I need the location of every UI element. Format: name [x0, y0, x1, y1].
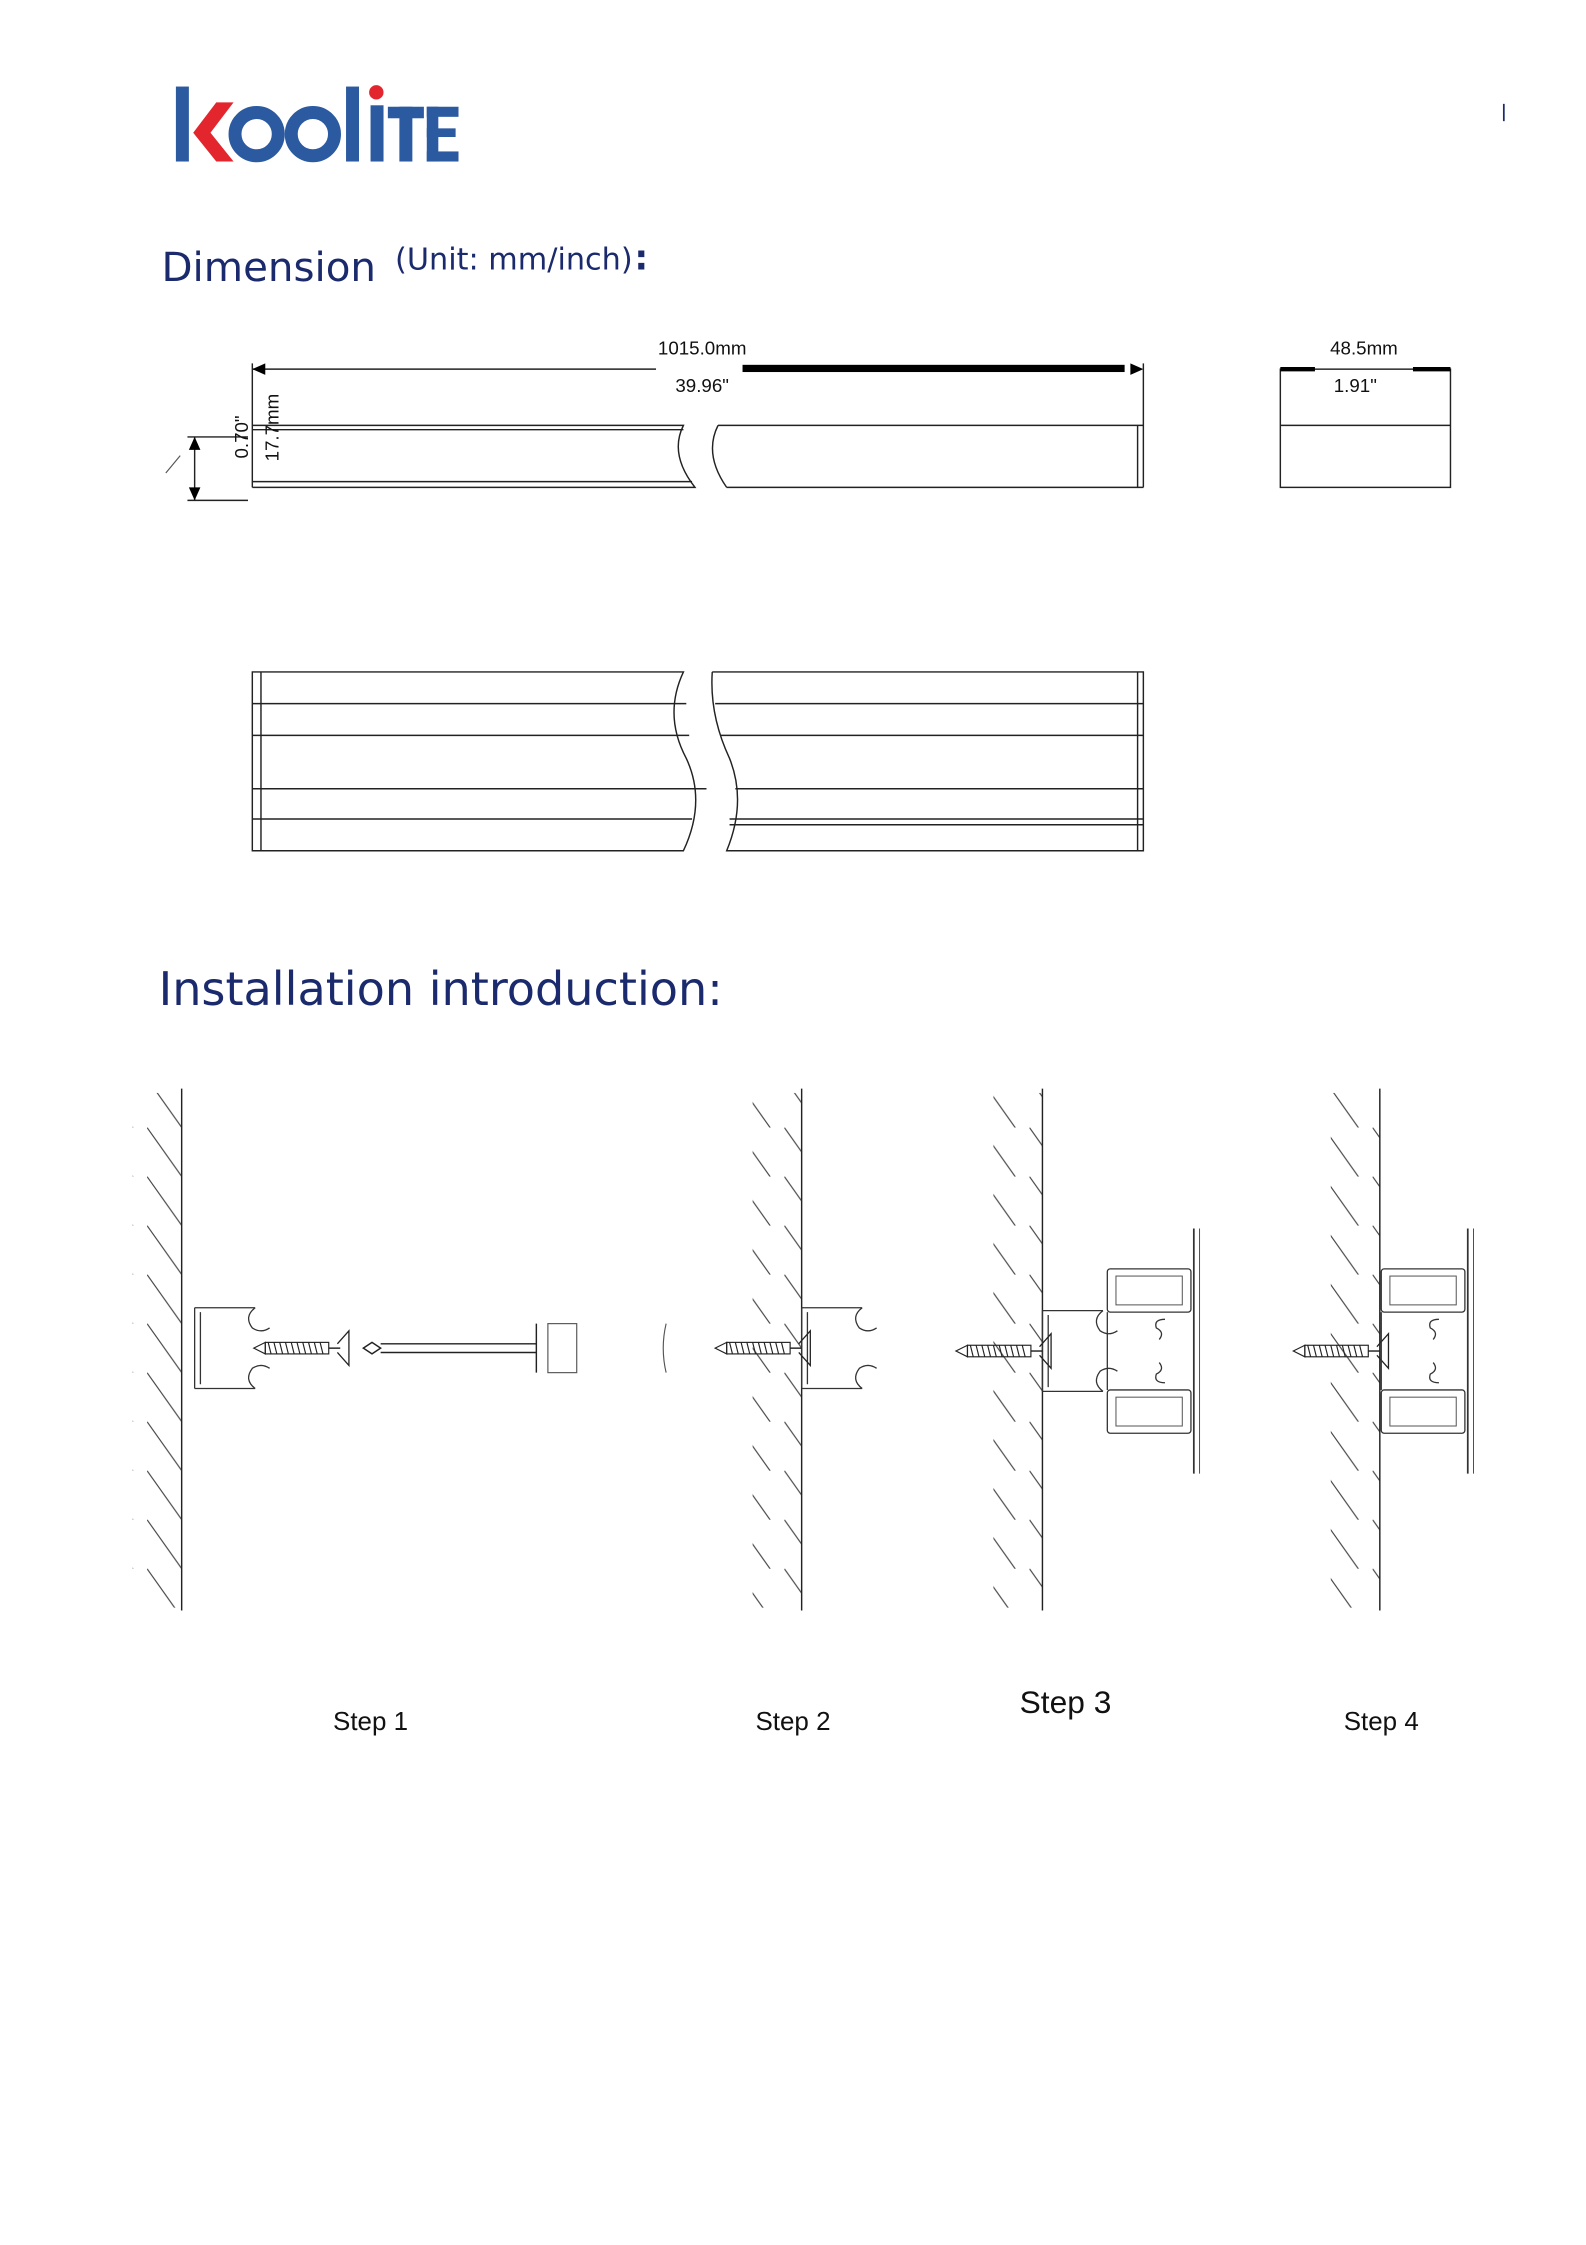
top-view-drawing [251, 671, 1145, 852]
dimension-colon: : [634, 239, 648, 279]
end-view-drawing: 48.5mm 1.91" [1279, 338, 1452, 489]
step-4-drawing [1292, 1088, 1475, 1611]
dimension-unit-note: (Unit: mm/inch) [395, 243, 633, 278]
side-view-drawing: 1015.0mm 39.96" 0.70" 17.7mm [165, 338, 1145, 502]
length-mm-label: 1015.0mm [658, 338, 747, 359]
step-2-label: Step 2 [755, 1708, 830, 1736]
height-inch-label: 0.70" [231, 415, 252, 458]
width-inch-label: 1.91" [1334, 375, 1377, 396]
step-4-label: Step 4 [1344, 1708, 1419, 1736]
step-3-label: Step 3 [1020, 1684, 1112, 1720]
dimension-title: Dimension [161, 244, 376, 291]
height-mm-label: 17.7mm [261, 394, 282, 462]
step-1-drawing [132, 1088, 667, 1611]
koolite-logo [175, 85, 459, 163]
step-2-drawing [714, 1088, 878, 1611]
step-3-drawing [955, 1088, 1201, 1611]
installation-title: Installation introduction: [159, 962, 723, 1016]
width-mm-label: 48.5mm [1330, 338, 1398, 359]
step-1-label: Step 1 [333, 1708, 408, 1736]
length-inch-label: 39.96" [675, 375, 729, 396]
